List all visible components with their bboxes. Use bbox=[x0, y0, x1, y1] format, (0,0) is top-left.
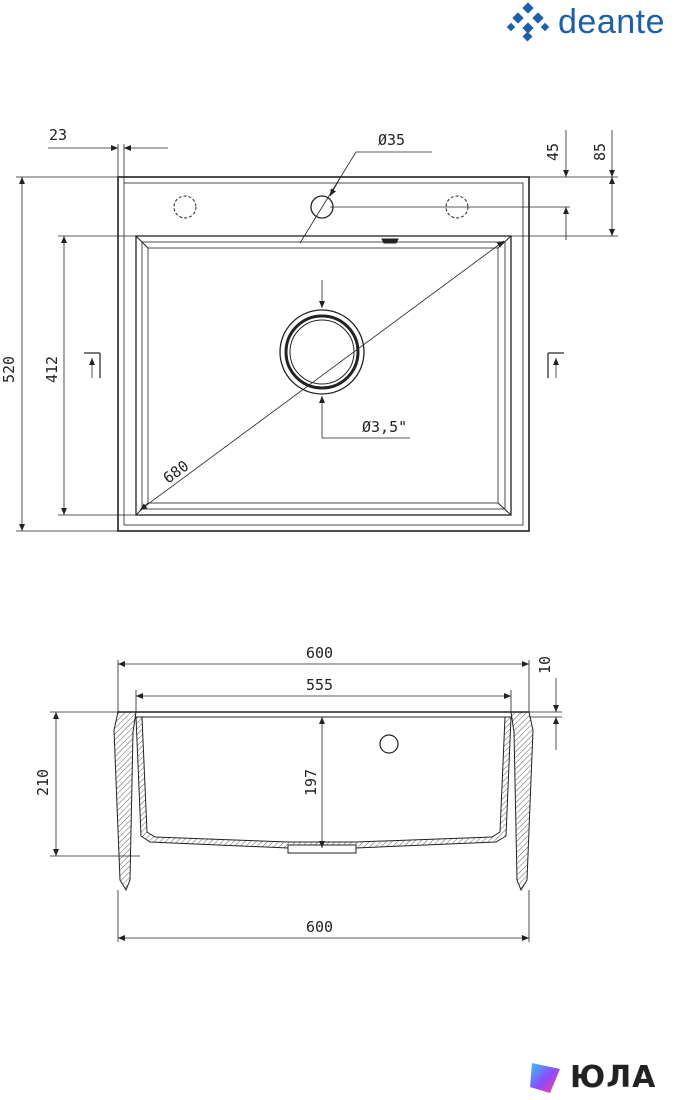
side-view-labels: 600 555 10 210 197 600 bbox=[34, 644, 554, 936]
dim-bottom-width: 600 bbox=[306, 918, 333, 936]
diagonal-dimension-line bbox=[139, 240, 505, 511]
brand-name: deante bbox=[558, 3, 665, 41]
dim-total-height: 210 bbox=[34, 769, 52, 796]
dim-top-width: 600 bbox=[306, 644, 333, 662]
drain-outer bbox=[279, 309, 365, 395]
tap-hole-left bbox=[173, 195, 197, 219]
dim-diagonal: 680 bbox=[160, 457, 192, 487]
dim-bowl-height: 197 bbox=[302, 769, 320, 796]
sink-outer-outline bbox=[117, 176, 530, 532]
dim-edge-offset: 23 bbox=[49, 126, 67, 144]
right-wall-section bbox=[510, 711, 534, 892]
dim-bowl-depth: 412 bbox=[43, 356, 61, 383]
watermark-text: ЮЛА bbox=[570, 1060, 657, 1095]
brand-logo: deante bbox=[506, 2, 665, 42]
top-view-labels: 23 Ø35 45 85 520 412 680 Ø3,5" bbox=[0, 126, 609, 487]
watermark: ЮЛА bbox=[528, 1060, 656, 1095]
bowl-outline bbox=[135, 235, 512, 516]
dim-tap-hole: Ø35 bbox=[378, 131, 405, 149]
deante-logo-icon bbox=[506, 2, 550, 42]
dim-drain: Ø3,5" bbox=[362, 418, 407, 436]
left-wall-section bbox=[113, 711, 137, 892]
dim-bowl-width: 555 bbox=[306, 676, 333, 694]
yula-logo-icon bbox=[530, 1062, 560, 1093]
overflow-hole bbox=[379, 734, 399, 754]
dim-hole-offset-45: 45 bbox=[544, 143, 562, 161]
side-view bbox=[50, 660, 562, 942]
dim-hole-offset-85: 85 bbox=[591, 143, 609, 161]
top-view bbox=[16, 130, 618, 532]
bowl-profile-section bbox=[135, 716, 512, 849]
dim-total-depth: 520 bbox=[0, 356, 18, 383]
dim-rim: 10 bbox=[536, 656, 554, 674]
